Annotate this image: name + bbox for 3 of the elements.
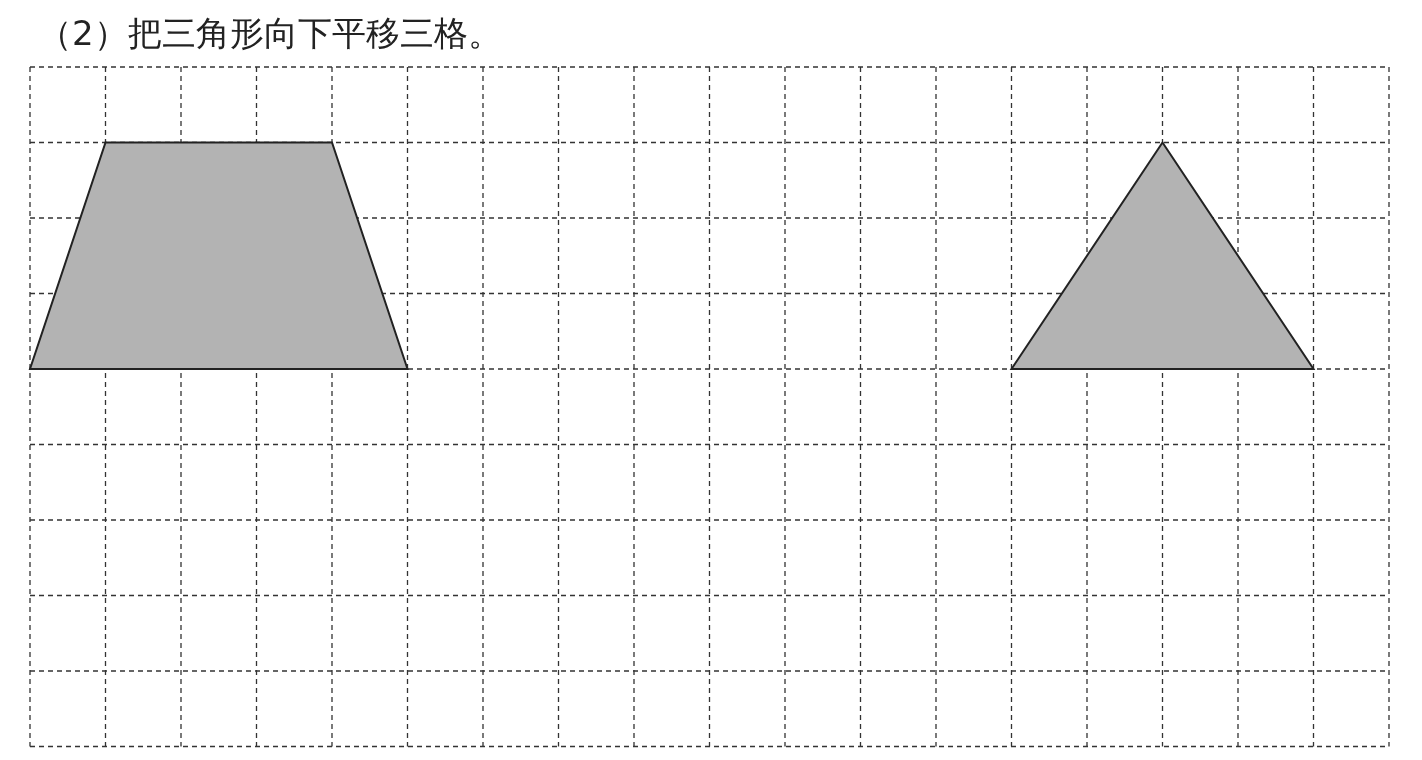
question-text: （2）把三角形向下平移三格。 xyxy=(38,12,502,54)
triangle-shape xyxy=(1009,140,1316,370)
trapezoid-shape xyxy=(28,141,409,370)
